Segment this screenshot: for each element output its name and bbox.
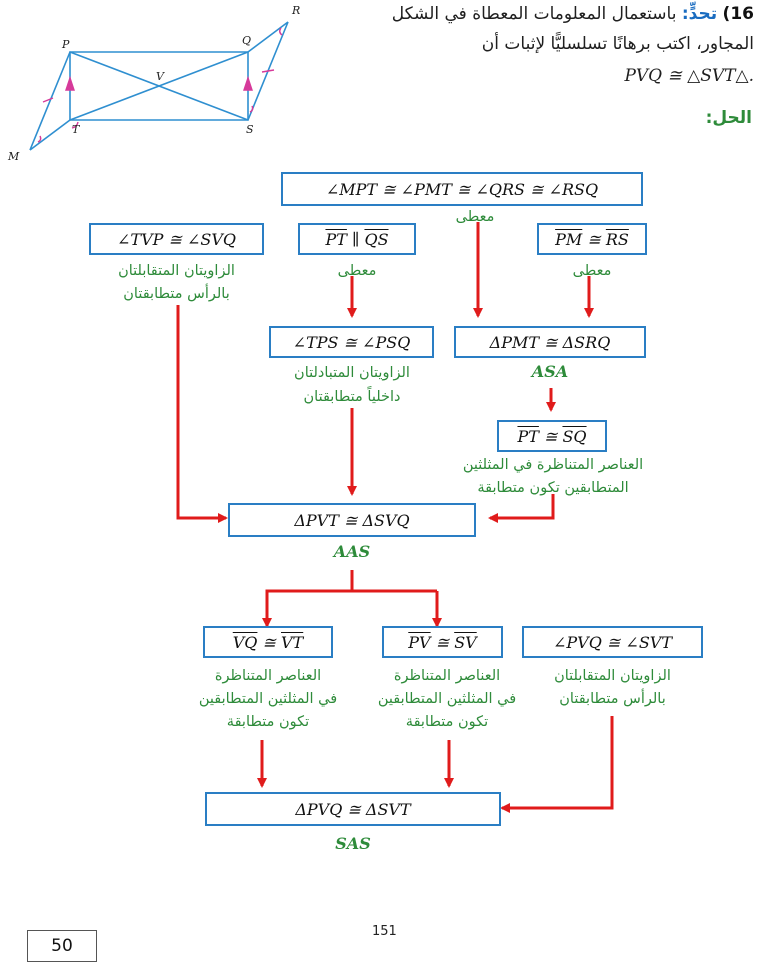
arrow-pvq-to-final bbox=[500, 716, 614, 813]
reason-alt-b: داخلياً متطابقتان bbox=[303, 389, 401, 405]
rel-cong-1: ≅ bbox=[582, 229, 606, 249]
box-top-angles: ∠MPT ≅ ∠PMT ≅ ∠QRS ≅ ∠RSQ bbox=[281, 172, 643, 206]
seg-pt-2: PT bbox=[517, 426, 539, 446]
reason-cpctc3-c: تكون متطابقة bbox=[405, 714, 489, 730]
box-tps-psq: ∠TPS ≅ ∠PSQ bbox=[269, 326, 434, 358]
reason-given-pm: معطى bbox=[572, 263, 612, 279]
box-pvt-svq: ΔPVT ≅ ΔSVQ bbox=[228, 503, 476, 537]
reason-cpctc3-a: العناصر المتناظرة bbox=[393, 668, 501, 684]
reason-cpctc2-a: العناصر المتناظرة bbox=[214, 668, 322, 684]
box-pv-sv: PV ≅ SV bbox=[382, 626, 503, 658]
arrow-pvt-to-vq bbox=[262, 570, 354, 628]
rel-cong-2: ≅ bbox=[538, 426, 563, 446]
reason-cpctc2-c: تكون متطابقة bbox=[226, 714, 310, 730]
box-tvp-svq: ∠TVP ≅ ∠SVQ bbox=[89, 223, 264, 255]
seg-pm: PM bbox=[555, 229, 583, 249]
question-line-1: 16) تحدٍّ: باستعمال المعلومات المعطاة في… bbox=[392, 4, 754, 24]
label-V: V bbox=[156, 70, 165, 83]
reason-alt-a: الزاويتان المتبادلتان bbox=[294, 365, 410, 381]
box-vq-vt: VQ ≅ VT bbox=[203, 626, 333, 658]
reason-cpctc1-b: المتطابقين تكون متطابقة bbox=[477, 480, 629, 496]
label-M: M bbox=[7, 150, 20, 163]
seg-sq: SQ bbox=[562, 426, 587, 446]
reason-cpctc1-a: العناصر المتناظرة في المثلثين bbox=[462, 457, 644, 473]
reason-vertical-1a: الزاويتان المتقابلتان bbox=[118, 263, 235, 279]
geometry-figure: P Q R V T S M bbox=[7, 4, 300, 163]
rel-cong-3: ≅ bbox=[257, 632, 281, 652]
reason-vertical-1b: بالرأس متطابقتان bbox=[123, 286, 230, 302]
seg-vq: VQ bbox=[232, 632, 258, 652]
box-pvq-svt: ∠PVQ ≅ ∠SVT bbox=[522, 626, 703, 658]
box-pt-parallel-qs: PT ∥ QS bbox=[298, 223, 416, 255]
label-S: S bbox=[246, 123, 254, 136]
seg-vt: VT bbox=[281, 632, 304, 652]
reason-cpctc2-b: في المثلثين المتطابقين bbox=[198, 691, 338, 707]
box-pt-sq: PT ≅ SQ bbox=[497, 420, 607, 452]
box-final: ΔPVQ ≅ ΔSVT bbox=[205, 792, 501, 826]
reason-vertical-2a: الزاويتان المتقابلتان bbox=[554, 668, 671, 684]
label-Q: Q bbox=[242, 34, 251, 47]
seg-rs: RS bbox=[605, 229, 629, 249]
question-text-1: باستعمال المعلومات المعطاة في الشكل bbox=[391, 4, 677, 24]
reason-vertical-2b: بالرأس متطابقتان bbox=[559, 691, 666, 707]
reason-given-top: معطى bbox=[455, 209, 495, 225]
arrow-pt-to-pvt bbox=[488, 494, 555, 523]
reason-given-pt: معطى bbox=[337, 263, 377, 279]
rel-cong-4: ≅ bbox=[430, 632, 455, 652]
box-pm-rs: PM ≅ RS bbox=[537, 223, 647, 255]
question-line-3: .△PVQ ≅ △SVT bbox=[624, 66, 754, 86]
solution-label: الحل: bbox=[705, 108, 752, 128]
label-P: P bbox=[61, 38, 70, 51]
page-tag: 50 bbox=[27, 930, 97, 962]
label-T: T bbox=[72, 123, 81, 136]
reason-aas: AAS bbox=[333, 542, 371, 561]
seg-pt: PT bbox=[325, 229, 347, 249]
seg-pv: PV bbox=[408, 632, 431, 652]
question-line-2: المجاور، اكتب برهانًا تسلسليًّا لإثبات أ… bbox=[481, 34, 754, 54]
reason-asa: ASA bbox=[531, 362, 569, 381]
question-number: 16) bbox=[722, 4, 754, 24]
question-keyword: تحدٍّ: bbox=[681, 4, 718, 24]
arrow-tvp-to-pvt bbox=[176, 305, 228, 523]
reason-sas: SAS bbox=[335, 834, 371, 853]
page-number: 151 bbox=[372, 924, 397, 939]
seg-qs: QS bbox=[364, 229, 389, 249]
flow-arrows bbox=[176, 222, 614, 813]
rel-parallel: ∥ bbox=[346, 229, 365, 249]
seg-sv: SV bbox=[454, 632, 477, 652]
reason-cpctc3-b: في المثلثين المتطابقين bbox=[377, 691, 517, 707]
label-R: R bbox=[291, 4, 300, 17]
box-pmt-srq: ΔPMT ≅ ΔSRQ bbox=[454, 326, 646, 358]
